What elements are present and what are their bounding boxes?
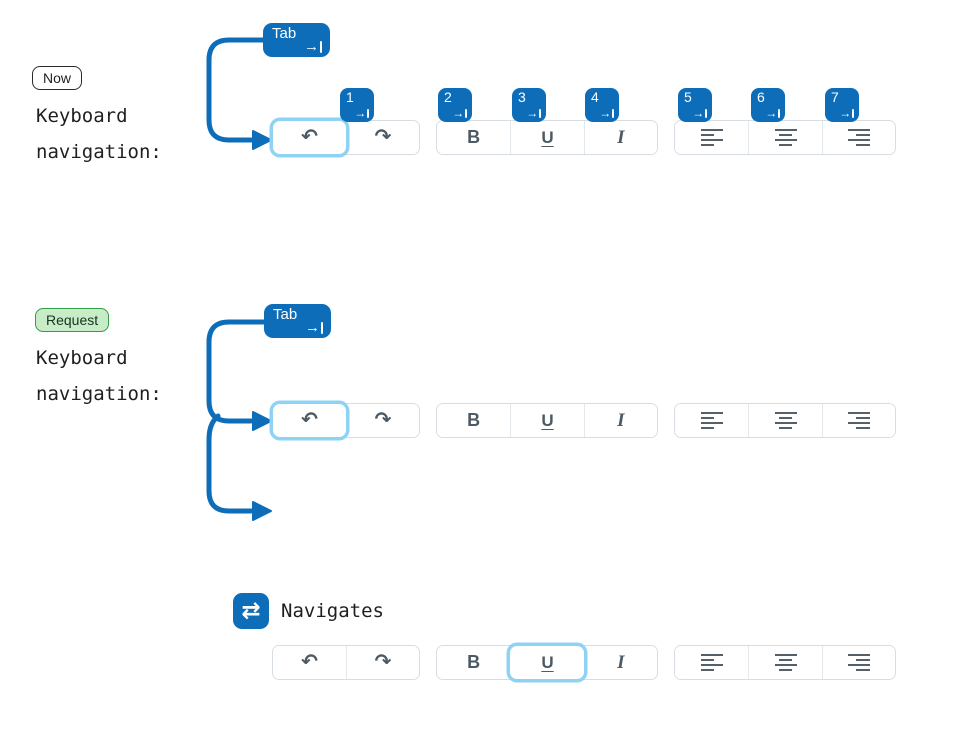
bold-button[interactable]: B	[437, 404, 511, 437]
tab-stop-badge: 5 →	[678, 88, 712, 122]
tab-arrow-icon: →	[305, 320, 323, 335]
underline-button[interactable]: U	[510, 404, 584, 437]
italic-button[interactable]: I	[583, 646, 658, 679]
align-right-icon	[847, 128, 870, 147]
align-left-icon	[700, 411, 723, 430]
bold-icon: B	[467, 652, 481, 672]
redo-icon: ↷	[374, 123, 392, 148]
redo-button[interactable]: ↷	[346, 646, 419, 679]
alignment-group	[674, 403, 896, 438]
align-center-icon	[774, 411, 797, 430]
underline-icon: U	[541, 410, 554, 430]
align-left-icon	[700, 653, 723, 672]
request-badge: Request	[35, 308, 110, 332]
tab-to-toolbar-and-past-arrows	[206, 319, 272, 521]
undo-redo-group: ↶ ↷	[272, 120, 420, 155]
align-left-button[interactable]	[675, 646, 749, 679]
tab-stop-badge: 6 →	[751, 88, 785, 122]
align-right-button[interactable]	[821, 404, 896, 437]
caption-line: navigation:	[36, 383, 162, 405]
undo-button[interactable]: ↶	[273, 646, 346, 679]
undo-icon: ↶	[301, 406, 318, 431]
tab-stop-badge: 3 →	[512, 88, 546, 122]
tab-arrow-icon: →	[765, 107, 780, 119]
undo-redo-group: ↶ ↷	[272, 645, 420, 680]
align-center-icon	[774, 128, 797, 147]
bold-button[interactable]: B	[437, 121, 511, 154]
align-right-icon	[847, 653, 870, 672]
align-right-icon	[847, 411, 870, 430]
tab-to-toolbar-arrow	[206, 37, 272, 150]
undo-redo-group: ↶ ↷	[272, 403, 420, 438]
alignment-group	[674, 120, 896, 155]
align-left-button[interactable]	[675, 121, 749, 154]
text-style-group: B U I	[436, 645, 658, 680]
caption-line: Keyboard	[36, 105, 128, 127]
redo-icon: ↷	[374, 406, 392, 431]
align-center-button[interactable]	[748, 121, 822, 154]
caption-line: Keyboard	[36, 347, 128, 369]
tab-stop-badge: 2 →	[438, 88, 472, 122]
redo-icon: ↷	[374, 648, 392, 673]
tab-stop-badge: 1 →	[340, 88, 374, 122]
align-right-button[interactable]	[821, 121, 896, 154]
align-center-button[interactable]	[748, 646, 822, 679]
tab-stop-badge: 4 →	[585, 88, 619, 122]
tab-arrow-icon: →	[304, 39, 322, 54]
italic-icon: I	[617, 651, 625, 673]
undo-button[interactable]: ↶	[273, 121, 346, 154]
align-left-button[interactable]	[675, 404, 749, 437]
tab-arrow-icon: →	[692, 107, 707, 119]
bold-icon: B	[467, 410, 481, 430]
tab-arrow-icon: →	[599, 107, 614, 119]
underline-icon: U	[541, 652, 554, 672]
align-center-icon	[774, 653, 797, 672]
undo-icon: ↶	[301, 648, 318, 673]
undo-icon: ↶	[301, 123, 318, 148]
bold-button[interactable]: B	[437, 646, 511, 679]
tab-key: Tab →	[263, 23, 330, 57]
bold-icon: B	[467, 127, 481, 147]
tab-stop-badge: 7 →	[825, 88, 859, 122]
navigates-swap-icon: ⇄	[233, 593, 269, 629]
underline-icon: U	[541, 127, 554, 147]
text-style-group: B U I	[436, 403, 658, 438]
underline-button[interactable]: U	[510, 121, 584, 154]
align-right-button[interactable]	[821, 646, 896, 679]
caption-line: navigation:	[36, 141, 162, 163]
italic-icon: I	[617, 409, 625, 431]
text-style-group: B U I	[436, 120, 658, 155]
tab-arrow-icon: →	[526, 107, 541, 119]
italic-icon: I	[617, 126, 625, 148]
tab-key: Tab →	[264, 304, 331, 338]
tab-arrow-icon: →	[354, 107, 369, 119]
align-center-button[interactable]	[748, 404, 822, 437]
tab-arrow-icon: →	[839, 107, 854, 119]
legend-label: Navigates	[281, 600, 384, 622]
redo-button[interactable]: ↷	[346, 404, 419, 437]
undo-button[interactable]: ↶	[273, 404, 346, 437]
now-badge: Now	[32, 66, 83, 90]
italic-button[interactable]: I	[583, 121, 658, 154]
align-left-icon	[700, 128, 723, 147]
italic-button[interactable]: I	[583, 404, 658, 437]
redo-button[interactable]: ↷	[346, 121, 419, 154]
alignment-group	[674, 645, 896, 680]
tab-arrow-icon: →	[452, 107, 467, 119]
underline-button[interactable]: U	[510, 646, 584, 679]
